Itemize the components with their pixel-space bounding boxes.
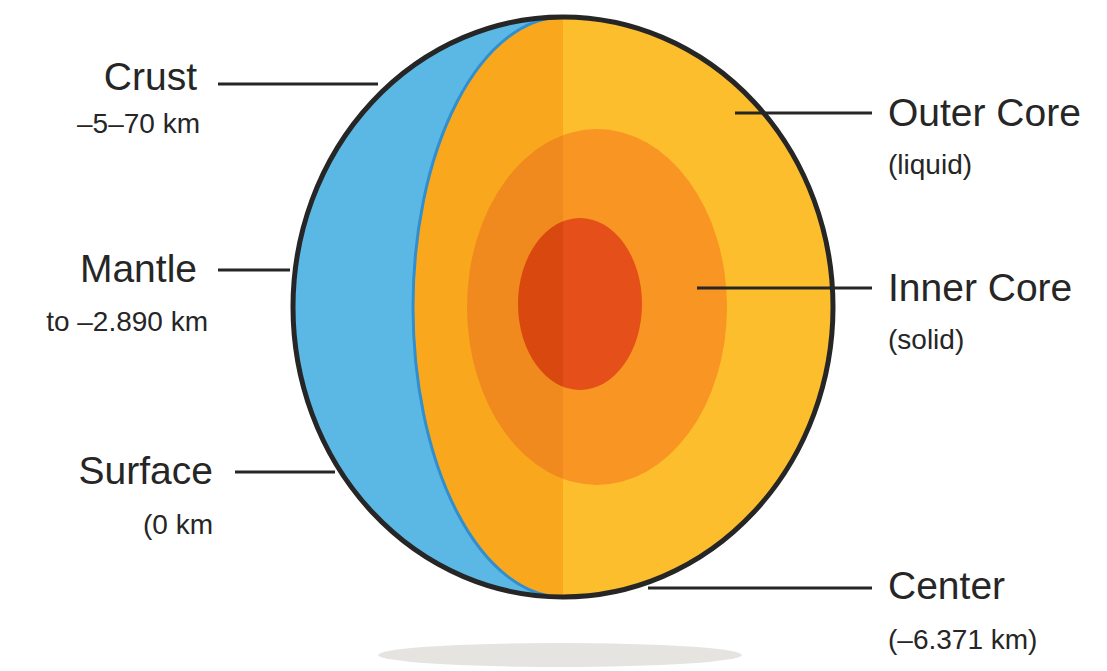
ground-shadow [378,643,742,667]
layer-name: Surface [79,451,213,490]
depth-value: (0 km [143,511,213,539]
inner-core-right [563,129,727,485]
state-note: (liquid) [888,151,972,179]
depth-value: –5–70 km [77,110,200,138]
depth-value: to –2.890 km [46,308,208,336]
depth-value: (–6.371 km) [888,626,1037,654]
leader-line [697,287,872,290]
leader-lines [218,84,872,588]
layer-name: Center [888,566,1005,605]
layer-name: Inner Core [888,268,1072,307]
layer-name: Outer Core [888,93,1081,132]
outer-core-right [290,10,850,610]
leader-line [648,587,872,590]
center-right [563,218,642,390]
leader-line [218,269,290,272]
layer-name: Crust [104,57,197,96]
center-left [518,218,563,390]
leader-line [735,112,872,115]
state-note: (solid) [888,326,964,354]
globe-outline [293,17,833,597]
layer-name: Mantle [80,249,197,288]
inner-core-left [467,129,563,485]
leader-line [218,83,378,86]
leader-line [235,471,335,474]
